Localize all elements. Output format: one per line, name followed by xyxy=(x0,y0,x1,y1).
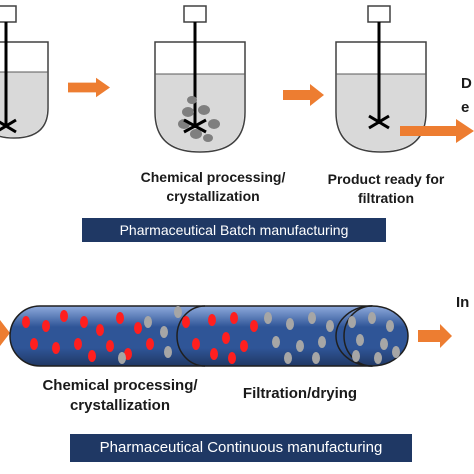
batch-step2-label: Chemical processing/ crystallization xyxy=(118,168,308,206)
batch-edge-text: D e xyxy=(461,72,472,120)
batch-step2-label-line2: crystallization xyxy=(166,188,260,204)
continuous-step2-label: Filtration/drying xyxy=(242,385,358,402)
grey-particles xyxy=(118,306,400,364)
impeller-icon xyxy=(183,118,207,134)
process-arrow-5 xyxy=(418,324,452,348)
continuous-step1-label-line1: Chemical processing/ xyxy=(42,377,198,394)
process-arrow-1 xyxy=(68,77,110,98)
crystal-particles xyxy=(178,96,220,142)
batch-vessel-2 xyxy=(154,5,246,153)
continuous-step1-label: Chemical processing/ crystallization xyxy=(20,376,220,416)
process-arrow-2 xyxy=(283,84,324,106)
stirrer-motor-icon xyxy=(0,5,17,23)
batch-step3-label-line2: filtration xyxy=(358,190,414,206)
batch-banner: Pharmaceutical Batch manufacturing xyxy=(82,218,386,242)
batch-step3-label: Product ready for filtration xyxy=(306,170,466,208)
process-arrow-4 xyxy=(0,320,10,346)
stirrer-motor-icon xyxy=(183,5,207,23)
process-arrow-3 xyxy=(400,119,474,143)
continuous-reactor-tube xyxy=(9,305,409,367)
continuous-edge-text: In xyxy=(456,294,470,311)
continuous-banner: Pharmaceutical Continuous manufacturing xyxy=(70,434,412,462)
batch-vessel-1 xyxy=(0,5,49,139)
batch-step3-label-line1: Product ready for xyxy=(327,171,445,187)
batch-step2-label-line1: Chemical processing/ xyxy=(140,169,286,185)
stirrer-motor-icon xyxy=(367,5,391,23)
batch-edge-text-line1: D xyxy=(461,75,472,92)
continuous-step1-label-line2: crystallization xyxy=(69,397,171,414)
red-particles xyxy=(22,310,258,364)
impeller-icon xyxy=(368,114,390,130)
batch-edge-text-line2: e xyxy=(461,99,470,116)
impeller-icon xyxy=(0,118,17,134)
